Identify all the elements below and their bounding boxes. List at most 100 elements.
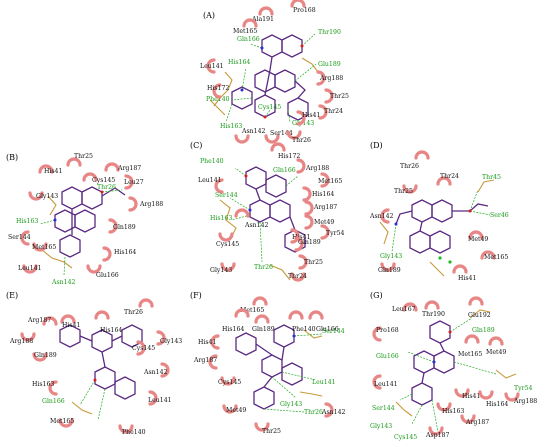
svg-text:Ala191: Ala191 (251, 16, 274, 23)
svg-text:Asp187: Asp187 (425, 432, 449, 439)
svg-text:Thr190: Thr190 (422, 311, 445, 318)
hydrophobic-residue: Ser144 (264, 130, 293, 144)
svg-text:His172: His172 (207, 85, 229, 92)
panel-f: (F) Ser144 Leu141 Gly143 Thr26 Met165 Hi… (190, 291, 346, 435)
svg-text:Glu192: Glu192 (468, 312, 491, 319)
hydrophobic-residue: Leu27 (124, 174, 144, 190)
svg-text:Leu141: Leu141 (18, 265, 42, 272)
hydrophobic-residue: Thr25 (298, 254, 323, 270)
hydrophobic-residue: Arg188 (296, 158, 329, 174)
hbond-residue-label: Gly143 (280, 401, 302, 408)
panel-b: (B) Thr26 His163 Asn142 Thr25 His41 Arg1… (6, 153, 163, 286)
hydrophobic-residue: Thr25 (394, 184, 418, 195)
hydrophobic-residue: Met165 (458, 334, 482, 358)
svg-text:Arg188: Arg188 (139, 201, 163, 208)
panel-label: (F) (190, 291, 202, 300)
hydrophobic-residue: Gln189 (294, 236, 321, 252)
hydrophobic-residue: Pro168 (290, 0, 316, 14)
svg-text:Thr25: Thr25 (74, 153, 93, 160)
hydrophobic-residue: Thr25 (254, 422, 281, 435)
hydrophobic-residue: Ser144 (8, 230, 31, 246)
hbond-residue-label: Thr26 (304, 409, 323, 416)
hydrophobic-residue: Arg187 (193, 354, 218, 370)
hbond-residue-label: Asn142 (51, 279, 76, 286)
svg-text:Met165: Met165 (484, 254, 508, 261)
svg-text:His163: His163 (442, 408, 464, 415)
hydrophobic-residue: Asn142 (234, 208, 269, 229)
svg-text:Glu166: Glu166 (316, 326, 339, 333)
hydrophobic-residue: Met49 (304, 214, 334, 230)
svg-text:Gln189: Gln189 (34, 352, 57, 359)
hydrophobic-residue: His163 (32, 380, 58, 396)
svg-text:Phe140: Phe140 (122, 429, 146, 436)
hydrophobic-residue: Arg187 (104, 162, 141, 172)
panel-label: (A) (203, 11, 215, 20)
hydrophobic-residue: Gly143 (210, 262, 236, 274)
hydrophobic-residue: Thr24 (288, 272, 307, 282)
hydrophobic-residue: Thr26 (400, 150, 430, 170)
hydrophobic-residue: Arg187 (460, 414, 489, 426)
svg-text:Met165: Met165 (32, 244, 56, 251)
hbond-residue-label: Gly143 (370, 423, 392, 430)
svg-text:Leu141: Leu141 (374, 381, 398, 388)
svg-text:Gly143: Gly143 (210, 267, 232, 274)
svg-text:Met165: Met165 (50, 418, 74, 425)
hydrophobic-residue: Thr26 (124, 298, 154, 316)
ligand-structure (209, 33, 319, 123)
hydrophobic-residue: Leu141 (372, 374, 398, 390)
ligand-structure (235, 324, 323, 413)
hydrophobic-residue: His164 (222, 308, 250, 333)
hbond-residue-label: Gln189 (472, 327, 495, 334)
svg-text:Gly143: Gly143 (160, 338, 182, 345)
hydrophobic-residue: Cys145 (82, 172, 115, 184)
hydrophobic-residue: His164 (478, 390, 508, 408)
panel-label: (C) (190, 141, 202, 150)
hydrophobic-residue: His41 (290, 228, 310, 244)
ligand-structure (39, 186, 126, 276)
svg-text:His41: His41 (292, 234, 310, 241)
hydrophobic-residue: Arg188 (128, 196, 163, 212)
hydrophobic-residue: His41 (60, 314, 80, 329)
svg-text:Gln189: Gln189 (378, 267, 401, 274)
hydrophobic-residue: His41 (454, 388, 480, 400)
svg-text:Arg188: Arg188 (9, 338, 33, 345)
hydrophobic-residue: Asn142 (369, 208, 394, 224)
hydrophobic-residue: Gln189 (378, 262, 401, 274)
hbond-residue-label: Ser144 (322, 328, 345, 335)
svg-text:Met165: Met165 (233, 28, 257, 35)
hydrophobic-residue: Cys145 (132, 340, 155, 356)
svg-text:Met49: Met49 (486, 349, 506, 356)
svg-text:Asn142: Asn142 (244, 222, 269, 229)
svg-text:Met49: Met49 (314, 219, 334, 226)
svg-text:Gly143: Gly143 (36, 193, 58, 200)
svg-text:Gln189: Gln189 (298, 239, 321, 246)
svg-text:Thr24: Thr24 (324, 108, 343, 115)
hbond-residue-label: Cys145 (258, 104, 281, 111)
hydrophobic-residue: His41 (198, 334, 220, 350)
hydrophobic-residue: Tyr54 (320, 224, 345, 240)
svg-text:Glu166: Glu166 (96, 272, 119, 279)
svg-text:His164: His164 (114, 249, 136, 256)
svg-text:Arg187: Arg187 (193, 357, 217, 364)
svg-text:Cys145: Cys145 (218, 379, 241, 386)
hydrophobic-residue: Pro168 (372, 326, 399, 342)
hbond-residue-label: His163 (220, 123, 242, 130)
hbond-residue-label: His163 (210, 215, 232, 222)
hydrophobic-residue: His172 (270, 142, 300, 160)
hbond-residue-label: Thr45 (482, 174, 501, 181)
ligand-structure (59, 324, 143, 421)
hydrophobic-residue: Leu141 (198, 177, 224, 194)
svg-text:Met49: Met49 (226, 407, 246, 414)
hbond-residue-label: Ser144 (372, 405, 395, 412)
svg-text:Arg188: Arg188 (513, 398, 537, 405)
svg-text:His41: His41 (458, 275, 476, 282)
svg-text:Met49: Met49 (468, 236, 488, 243)
svg-text:Thr25: Thr25 (394, 188, 413, 195)
svg-text:His172: His172 (278, 153, 300, 160)
svg-text:Arg187: Arg187 (465, 419, 489, 426)
svg-text:Cys145: Cys145 (132, 345, 155, 352)
hydrophobic-residue: Thr24 (318, 104, 343, 120)
hydrophobic-residue: Gln189 (32, 352, 57, 362)
svg-text:His41: His41 (302, 112, 320, 119)
